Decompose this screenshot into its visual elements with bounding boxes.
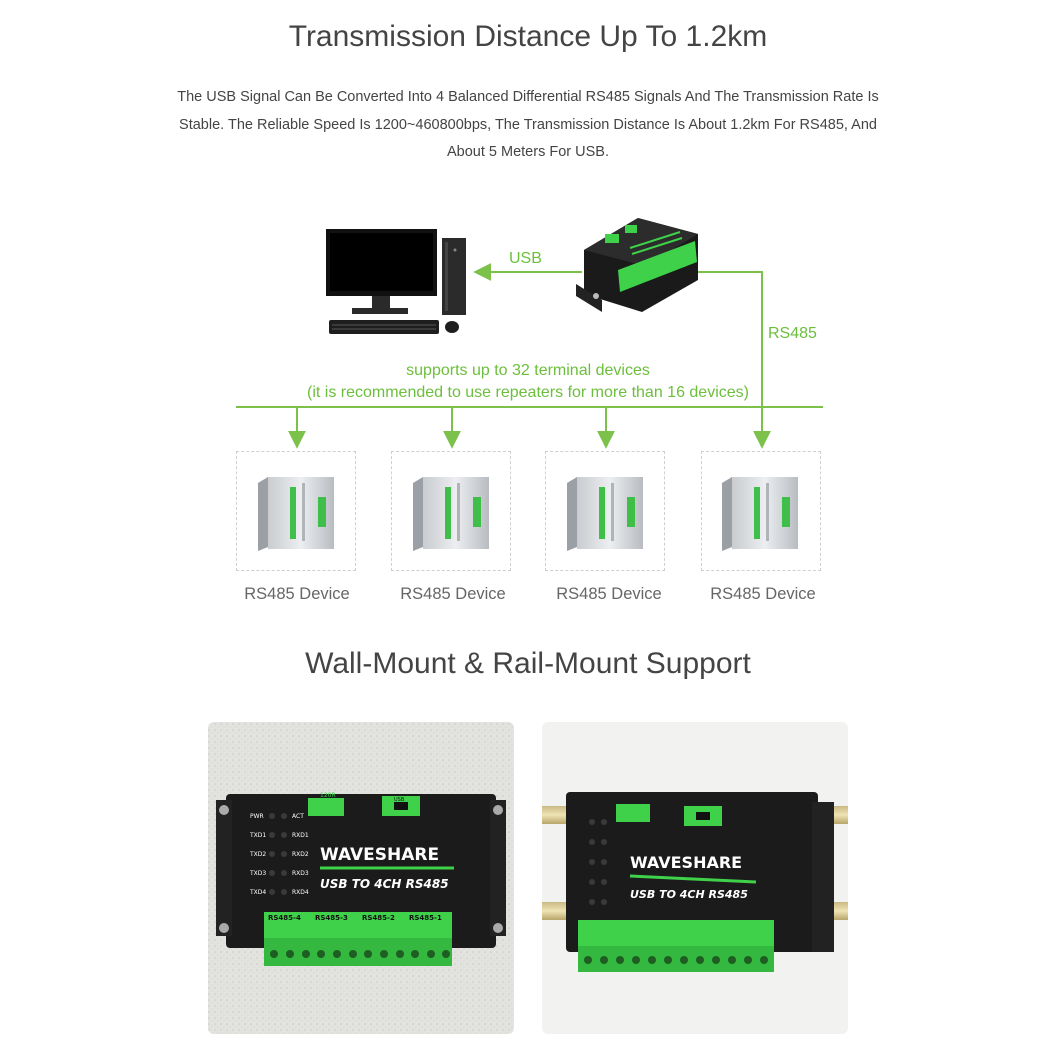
led-label: TXD4	[249, 889, 266, 896]
wall-mount-photo: 120R USB PWR TXD1 TXD2 TXD3 TXD4 ACT RXD…	[208, 722, 514, 1034]
device-frame	[391, 451, 511, 571]
device-label: RS485 Device	[400, 585, 506, 603]
device-label: RS485 Device	[244, 585, 350, 603]
led-label: TXD3	[249, 870, 266, 877]
led-label: RXD3	[292, 870, 309, 877]
rs485-device-icon	[413, 477, 489, 551]
converter-device-icon	[576, 218, 698, 312]
usb-label: USB	[509, 250, 542, 267]
jumper-label: 120R	[320, 792, 336, 799]
brand-logo: WAVESHARE	[630, 853, 742, 872]
model-label: USB TO 4CH RS485	[320, 877, 449, 891]
keyboard-icon	[329, 320, 439, 334]
rs485-device-icon	[722, 477, 798, 551]
mouse-icon	[445, 321, 459, 333]
section-title-transmission: Transmission Distance Up To 1.2km	[288, 20, 768, 53]
led-label: PWR	[250, 813, 264, 820]
bus-note-line2: (it is recommended to use repeaters for …	[307, 384, 749, 401]
device-frame	[545, 451, 665, 571]
port-label: RS485-1	[409, 914, 442, 922]
led-label: RXD4	[292, 889, 309, 896]
rs485-device-icon	[258, 477, 334, 551]
led-label: RXD1	[292, 832, 309, 839]
port-label: RS485-2	[362, 914, 395, 922]
usb-port-label: USB	[394, 797, 405, 803]
device-frame	[236, 451, 356, 571]
bus-note-line1: supports up to 32 terminal devices	[406, 362, 650, 379]
model-label: USB TO 4CH RS485	[630, 888, 748, 901]
brand-logo: WAVESHARE	[320, 845, 439, 865]
led-label: TXD1	[249, 832, 266, 839]
device-frame	[701, 451, 821, 571]
rs485-line	[698, 271, 771, 449]
device-label: RS485 Device	[710, 585, 816, 603]
port-label: RS485-3	[315, 914, 348, 922]
rail-mount-photo: WAVESHARE USB TO 4CH RS485	[542, 722, 848, 1034]
section-title-mounting: Wall-Mount & Rail-Mount Support	[305, 647, 751, 680]
rs485-device-icon	[567, 477, 643, 551]
computer-monitor-icon	[326, 229, 437, 314]
led-label: RXD2	[292, 851, 309, 858]
computer-tower-icon	[442, 238, 466, 315]
led-label: ACT	[292, 813, 304, 820]
section-description: The USB Signal Can Be Converted Into 4 B…	[177, 89, 879, 160]
led-label: TXD2	[249, 851, 266, 858]
port-label: RS485-4	[268, 914, 301, 922]
rs485-label: RS485	[768, 325, 817, 342]
device-label: RS485 Device	[556, 585, 662, 603]
